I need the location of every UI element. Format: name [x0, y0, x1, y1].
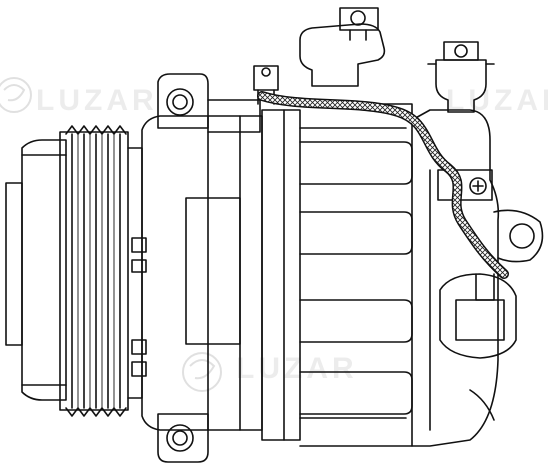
pulley-icon [59, 125, 143, 417]
electrical-connector-icon [439, 273, 517, 359]
mounting-ear-icon [157, 413, 209, 463]
mounting-ear-icon [493, 209, 544, 263]
watermark-logo-icon [0, 77, 222, 392]
service-valve-icon [427, 41, 495, 113]
mounting-ear-icon [157, 73, 209, 129]
rear-housing [411, 109, 500, 447]
clutch-hub-icon [5, 139, 67, 401]
pressure-port-icon [299, 7, 386, 87]
wire-harness-icon [257, 91, 509, 279]
front-housing [141, 99, 261, 431]
compressor-body [207, 103, 413, 447]
clamp-screw-icon [437, 169, 493, 201]
body-rib [299, 141, 413, 415]
bolt-icon [131, 237, 147, 377]
